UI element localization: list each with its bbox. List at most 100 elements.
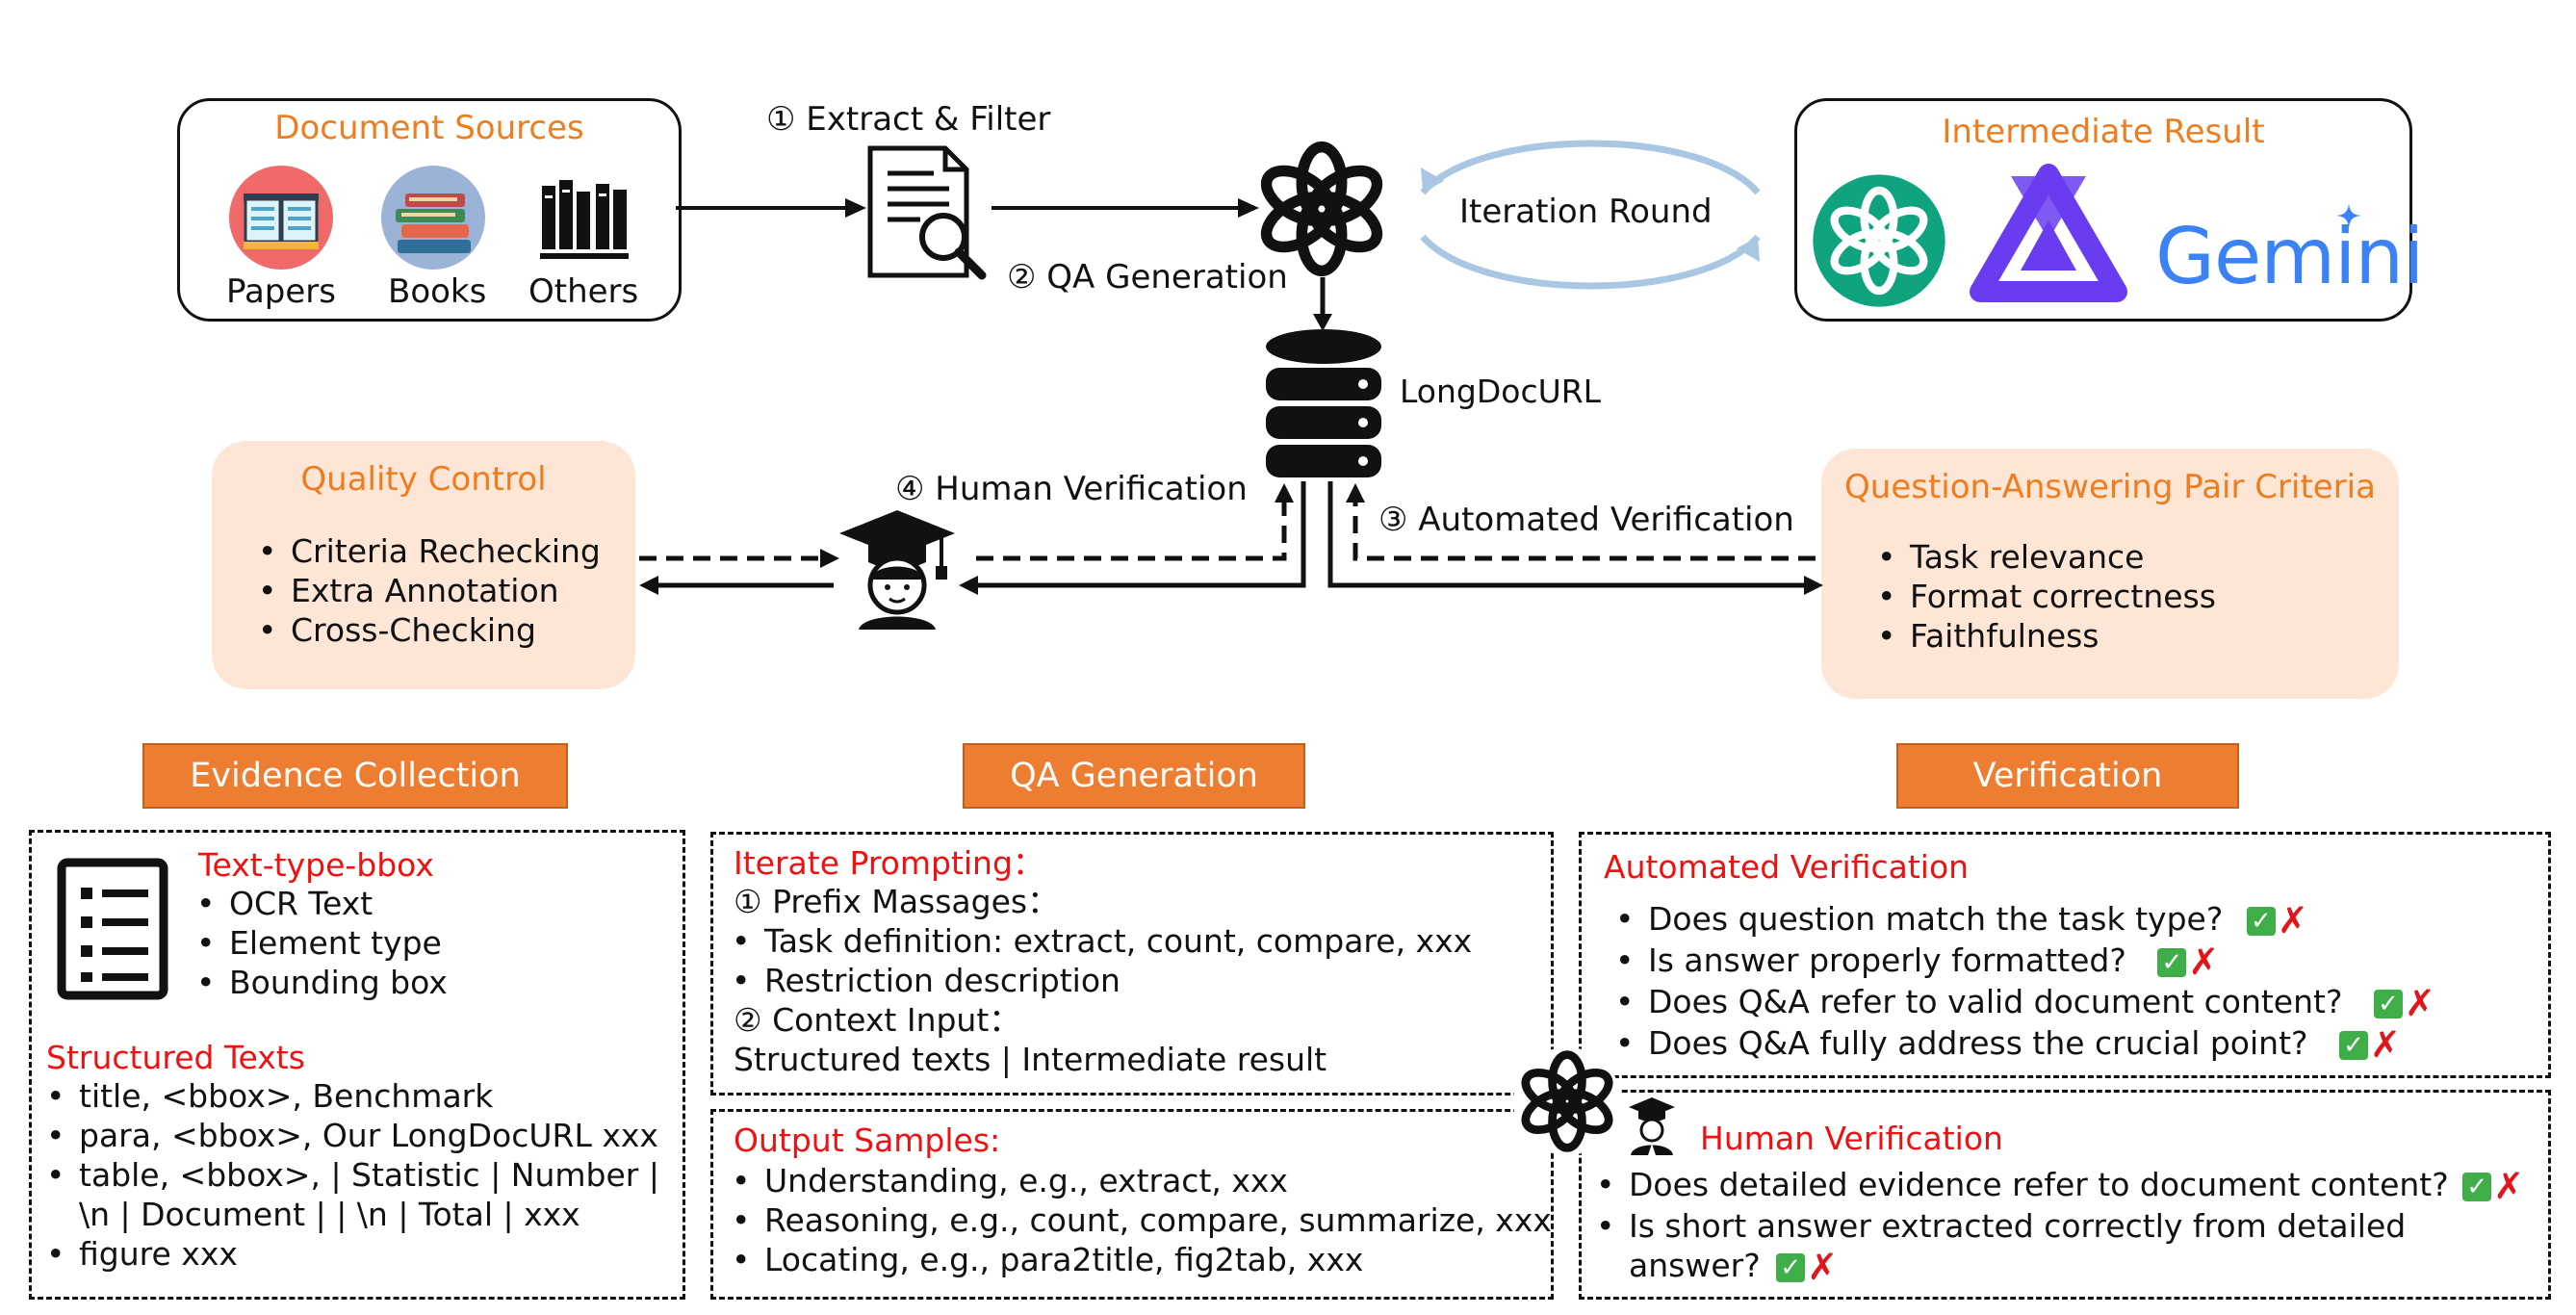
iteration-cycle-arrows xyxy=(1420,140,1761,290)
human-check-continuation: answer? ✓✗ xyxy=(1588,1246,2524,1287)
step-human-verification-label: ④ Human Verification xyxy=(895,470,1248,508)
human-graduate-icon xyxy=(839,510,955,630)
structured-item: figure xxx xyxy=(39,1234,659,1274)
context-input-text: Structured texts | Intermediate result xyxy=(734,1041,1327,1078)
source-label-others: Others xyxy=(528,272,639,311)
human-verification-heading: Human Verification xyxy=(1700,1120,2003,1157)
arrow-sources-to-doc xyxy=(676,198,866,218)
human-check-text: Does detailed evidence refer to document… xyxy=(1629,1166,2449,1203)
structured-texts-list: title, <bbox>, Benchmark para, <bbox>, O… xyxy=(39,1076,659,1274)
auto-check-text: Does question match the task type? xyxy=(1648,900,2224,938)
auto-check-item: Does Q&A refer to valid document content… xyxy=(1608,982,2435,1023)
cross-icon: ✗ xyxy=(2370,1023,2401,1066)
longdocurl-label: LongDocURL xyxy=(1400,373,1602,410)
intermediate-result-box: Intermediate Result Gemini xyxy=(1794,98,2424,322)
openai-logo-green xyxy=(1813,174,1945,307)
structured-item: title, <bbox>, Benchmark xyxy=(39,1076,659,1116)
text-type-bbox-heading: Text-type-bbox xyxy=(198,846,434,884)
qc-item: Cross-Checking xyxy=(250,610,601,650)
structured-item: table, <bbox>, | Statistic | Number | xyxy=(39,1155,659,1195)
output-item: Understanding, e.g., extract, xxx xyxy=(724,1161,1552,1200)
gemini-logo: Gemini xyxy=(2155,212,2424,301)
iteration-round-label: Iteration Round xyxy=(1459,193,1713,231)
output-samples-panel xyxy=(710,1109,1554,1300)
text-type-item: Bounding box xyxy=(189,963,448,1002)
output-samples-heading: Output Samples: xyxy=(734,1122,1001,1159)
cross-icon: ✗ xyxy=(2404,982,2435,1024)
cross-icon: ✗ xyxy=(1807,1246,1839,1288)
document-sources-title: Document Sources xyxy=(274,109,584,147)
auto-check-text: Is answer properly formatted? xyxy=(1648,941,2126,979)
library-shelf-icon xyxy=(540,180,629,259)
document-list-icon xyxy=(57,858,168,1000)
auto-check-item: Does Q&A fully address the crucial point… xyxy=(1608,1023,2435,1065)
tag-verification: Verification xyxy=(1896,743,2239,809)
human-verification-list: Does detailed evidence refer to document… xyxy=(1588,1165,2524,1287)
check-icon: ✓ xyxy=(2157,947,2187,977)
check-icon: ✓ xyxy=(2373,989,2403,1018)
prefix-item: Restriction description xyxy=(724,961,1472,1000)
structured-item-continuation: \n | Document | | \n | Total | xxx xyxy=(79,1196,580,1233)
openai-logo-verification xyxy=(1512,1046,1622,1156)
human-check-item: Does detailed evidence refer to document… xyxy=(1588,1165,2524,1206)
step-extract-filter-label: ① Extract & Filter xyxy=(766,100,1051,139)
check-icon: ✓ xyxy=(2462,1172,2492,1201)
qwen-logo xyxy=(1970,164,2127,302)
criteria-item: Faithfulness xyxy=(1869,616,2216,656)
automated-verification-list: Does question match the task type? ✓✗ Is… xyxy=(1608,899,2435,1065)
step-qa-generation-label: ② QA Generation xyxy=(1007,258,1288,297)
step-automated-verification-label: ③ Automated Verification xyxy=(1378,501,1794,539)
text-type-item: Element type xyxy=(189,923,448,963)
output-samples-list: Understanding, e.g., extract, xxx Reason… xyxy=(724,1161,1552,1279)
prefix-messages-heading: ① Prefix Massages： xyxy=(734,883,1060,920)
intermediate-result-title: Intermediate Result xyxy=(1942,113,2265,151)
auto-check-item: Does question match the task type? ✓✗ xyxy=(1608,899,2435,941)
criteria-item: Format correctness xyxy=(1869,577,2216,616)
check-icon: ✓ xyxy=(1776,1252,1806,1282)
document-search-icon xyxy=(867,145,987,280)
evidence-panel xyxy=(29,830,685,1300)
automated-verification-panel xyxy=(1579,832,2551,1078)
quality-control-list: Criteria Rechecking Extra Annotation Cro… xyxy=(250,531,601,650)
prefix-messages-list: Task definition: extract, count, compare… xyxy=(724,921,1472,1000)
source-label-books: Books xyxy=(388,272,487,311)
tag-evidence-collection: Evidence Collection xyxy=(142,743,568,809)
qc-item: Extra Annotation xyxy=(250,571,601,610)
cross-icon: ✗ xyxy=(2493,1165,2525,1207)
qa-criteria-panel: Question-Answering Pair Criteria Task re… xyxy=(1821,449,2399,699)
qa-criteria-title: Question-Answering Pair Criteria xyxy=(1844,468,2376,506)
iterate-prompting-panel xyxy=(710,832,1554,1096)
qc-item: Criteria Rechecking xyxy=(250,531,601,571)
human-check-item: Is short answer extracted correctly from… xyxy=(1588,1206,2524,1246)
document-sources-box: Document Sources Papers Books xyxy=(177,98,682,322)
text-type-item: OCR Text xyxy=(189,884,448,923)
prefix-item: Task definition: extract, count, compare… xyxy=(724,921,1472,961)
cross-icon: ✗ xyxy=(2277,899,2308,941)
arrow-doc-to-llm xyxy=(992,198,1259,218)
source-label-papers: Papers xyxy=(226,272,337,311)
human-check-text: answer? xyxy=(1629,1247,1761,1284)
context-input-heading: ② Context Input： xyxy=(734,1001,1021,1039)
text-type-bbox-list: OCR Text Element type Bounding box xyxy=(189,884,448,1002)
tag-qa-generation: QA Generation xyxy=(963,743,1305,809)
gemini-sparkle-icon xyxy=(2336,203,2361,228)
auto-check-text: Does Q&A fully address the crucial point… xyxy=(1648,1024,2308,1062)
check-icon: ✓ xyxy=(2246,906,2276,936)
arrow-llm-to-db xyxy=(1313,277,1332,331)
qa-criteria-list: Task relevance Format correctness Faithf… xyxy=(1869,537,2216,656)
check-icon: ✓ xyxy=(2339,1030,2369,1060)
cross-icon: ✗ xyxy=(2188,941,2220,983)
quality-control-panel: Quality Control Criteria Rechecking Extr… xyxy=(212,441,635,689)
book-stack-icon xyxy=(381,166,485,270)
human-check-text: Is short answer extracted correctly from… xyxy=(1629,1207,2407,1245)
auto-check-text: Does Q&A refer to valid document content… xyxy=(1648,983,2343,1020)
verification-connector-arrows xyxy=(639,481,1823,595)
output-item: Reasoning, e.g., count, compare, summari… xyxy=(724,1200,1552,1240)
database-icon xyxy=(1266,329,1381,477)
structured-texts-heading: Structured Texts xyxy=(46,1039,305,1076)
quality-control-title: Quality Control xyxy=(300,460,547,499)
output-item: Locating, e.g., para2title, fig2tab, xxx xyxy=(724,1240,1552,1279)
auto-check-item: Is answer properly formatted? ✓✗ xyxy=(1608,941,2435,982)
structured-item: para, <bbox>, Our LongDocURL xxx xyxy=(39,1116,659,1155)
automated-verification-heading: Automated Verification xyxy=(1604,848,1970,886)
